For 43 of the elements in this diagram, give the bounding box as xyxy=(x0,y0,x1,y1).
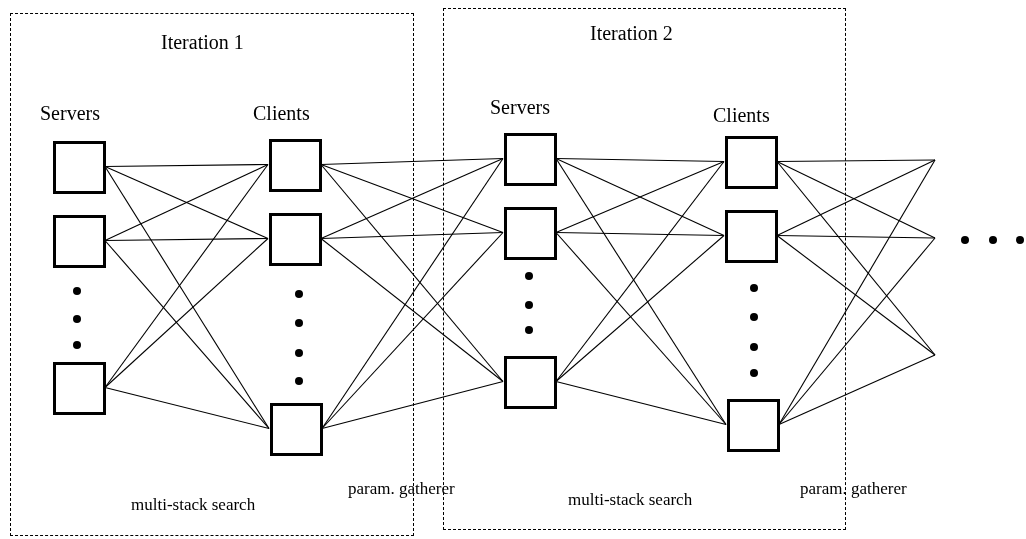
connection-line xyxy=(104,239,270,430)
column-heading: Servers xyxy=(490,97,550,117)
connection-line xyxy=(321,231,504,430)
connection-line xyxy=(104,165,270,430)
connection-line xyxy=(778,354,936,426)
connection-line xyxy=(104,386,270,430)
connection-line xyxy=(555,157,725,163)
stage-label: multi-stack search xyxy=(568,491,693,508)
connection-line xyxy=(776,160,936,356)
iteration-title: Iteration 2 xyxy=(590,23,673,43)
connection-line xyxy=(776,159,936,163)
connection-line xyxy=(104,237,269,242)
server-client-box xyxy=(53,141,106,194)
server-client-box xyxy=(725,136,778,189)
server-client-box xyxy=(504,207,557,260)
connection-line xyxy=(320,237,504,383)
connection-line xyxy=(104,163,269,168)
column-heading: Clients xyxy=(253,103,310,123)
stage-label: multi-stack search xyxy=(131,496,256,513)
column-heading: Servers xyxy=(40,103,100,123)
connection-line xyxy=(320,157,504,166)
connection-line xyxy=(776,234,936,239)
column-heading: Clients xyxy=(713,105,770,125)
server-client-box xyxy=(269,139,322,192)
connection-line xyxy=(555,234,725,383)
server-client-box xyxy=(725,210,778,263)
iteration-title: Iteration 1 xyxy=(161,32,244,52)
connection-line xyxy=(320,231,504,240)
connection-line xyxy=(321,380,504,430)
server-client-box xyxy=(727,399,780,452)
server-client-box xyxy=(53,362,106,415)
connection-line xyxy=(104,237,269,389)
connection-line xyxy=(778,237,936,426)
connection-line xyxy=(555,231,725,237)
server-client-box xyxy=(270,403,323,456)
server-client-box xyxy=(53,215,106,268)
connection-line xyxy=(555,380,727,426)
server-client-box xyxy=(269,213,322,266)
connection-line xyxy=(776,234,936,356)
connection-line xyxy=(555,231,727,426)
connection-line xyxy=(320,163,504,383)
server-client-box xyxy=(504,356,557,409)
server-client-box xyxy=(504,133,557,186)
